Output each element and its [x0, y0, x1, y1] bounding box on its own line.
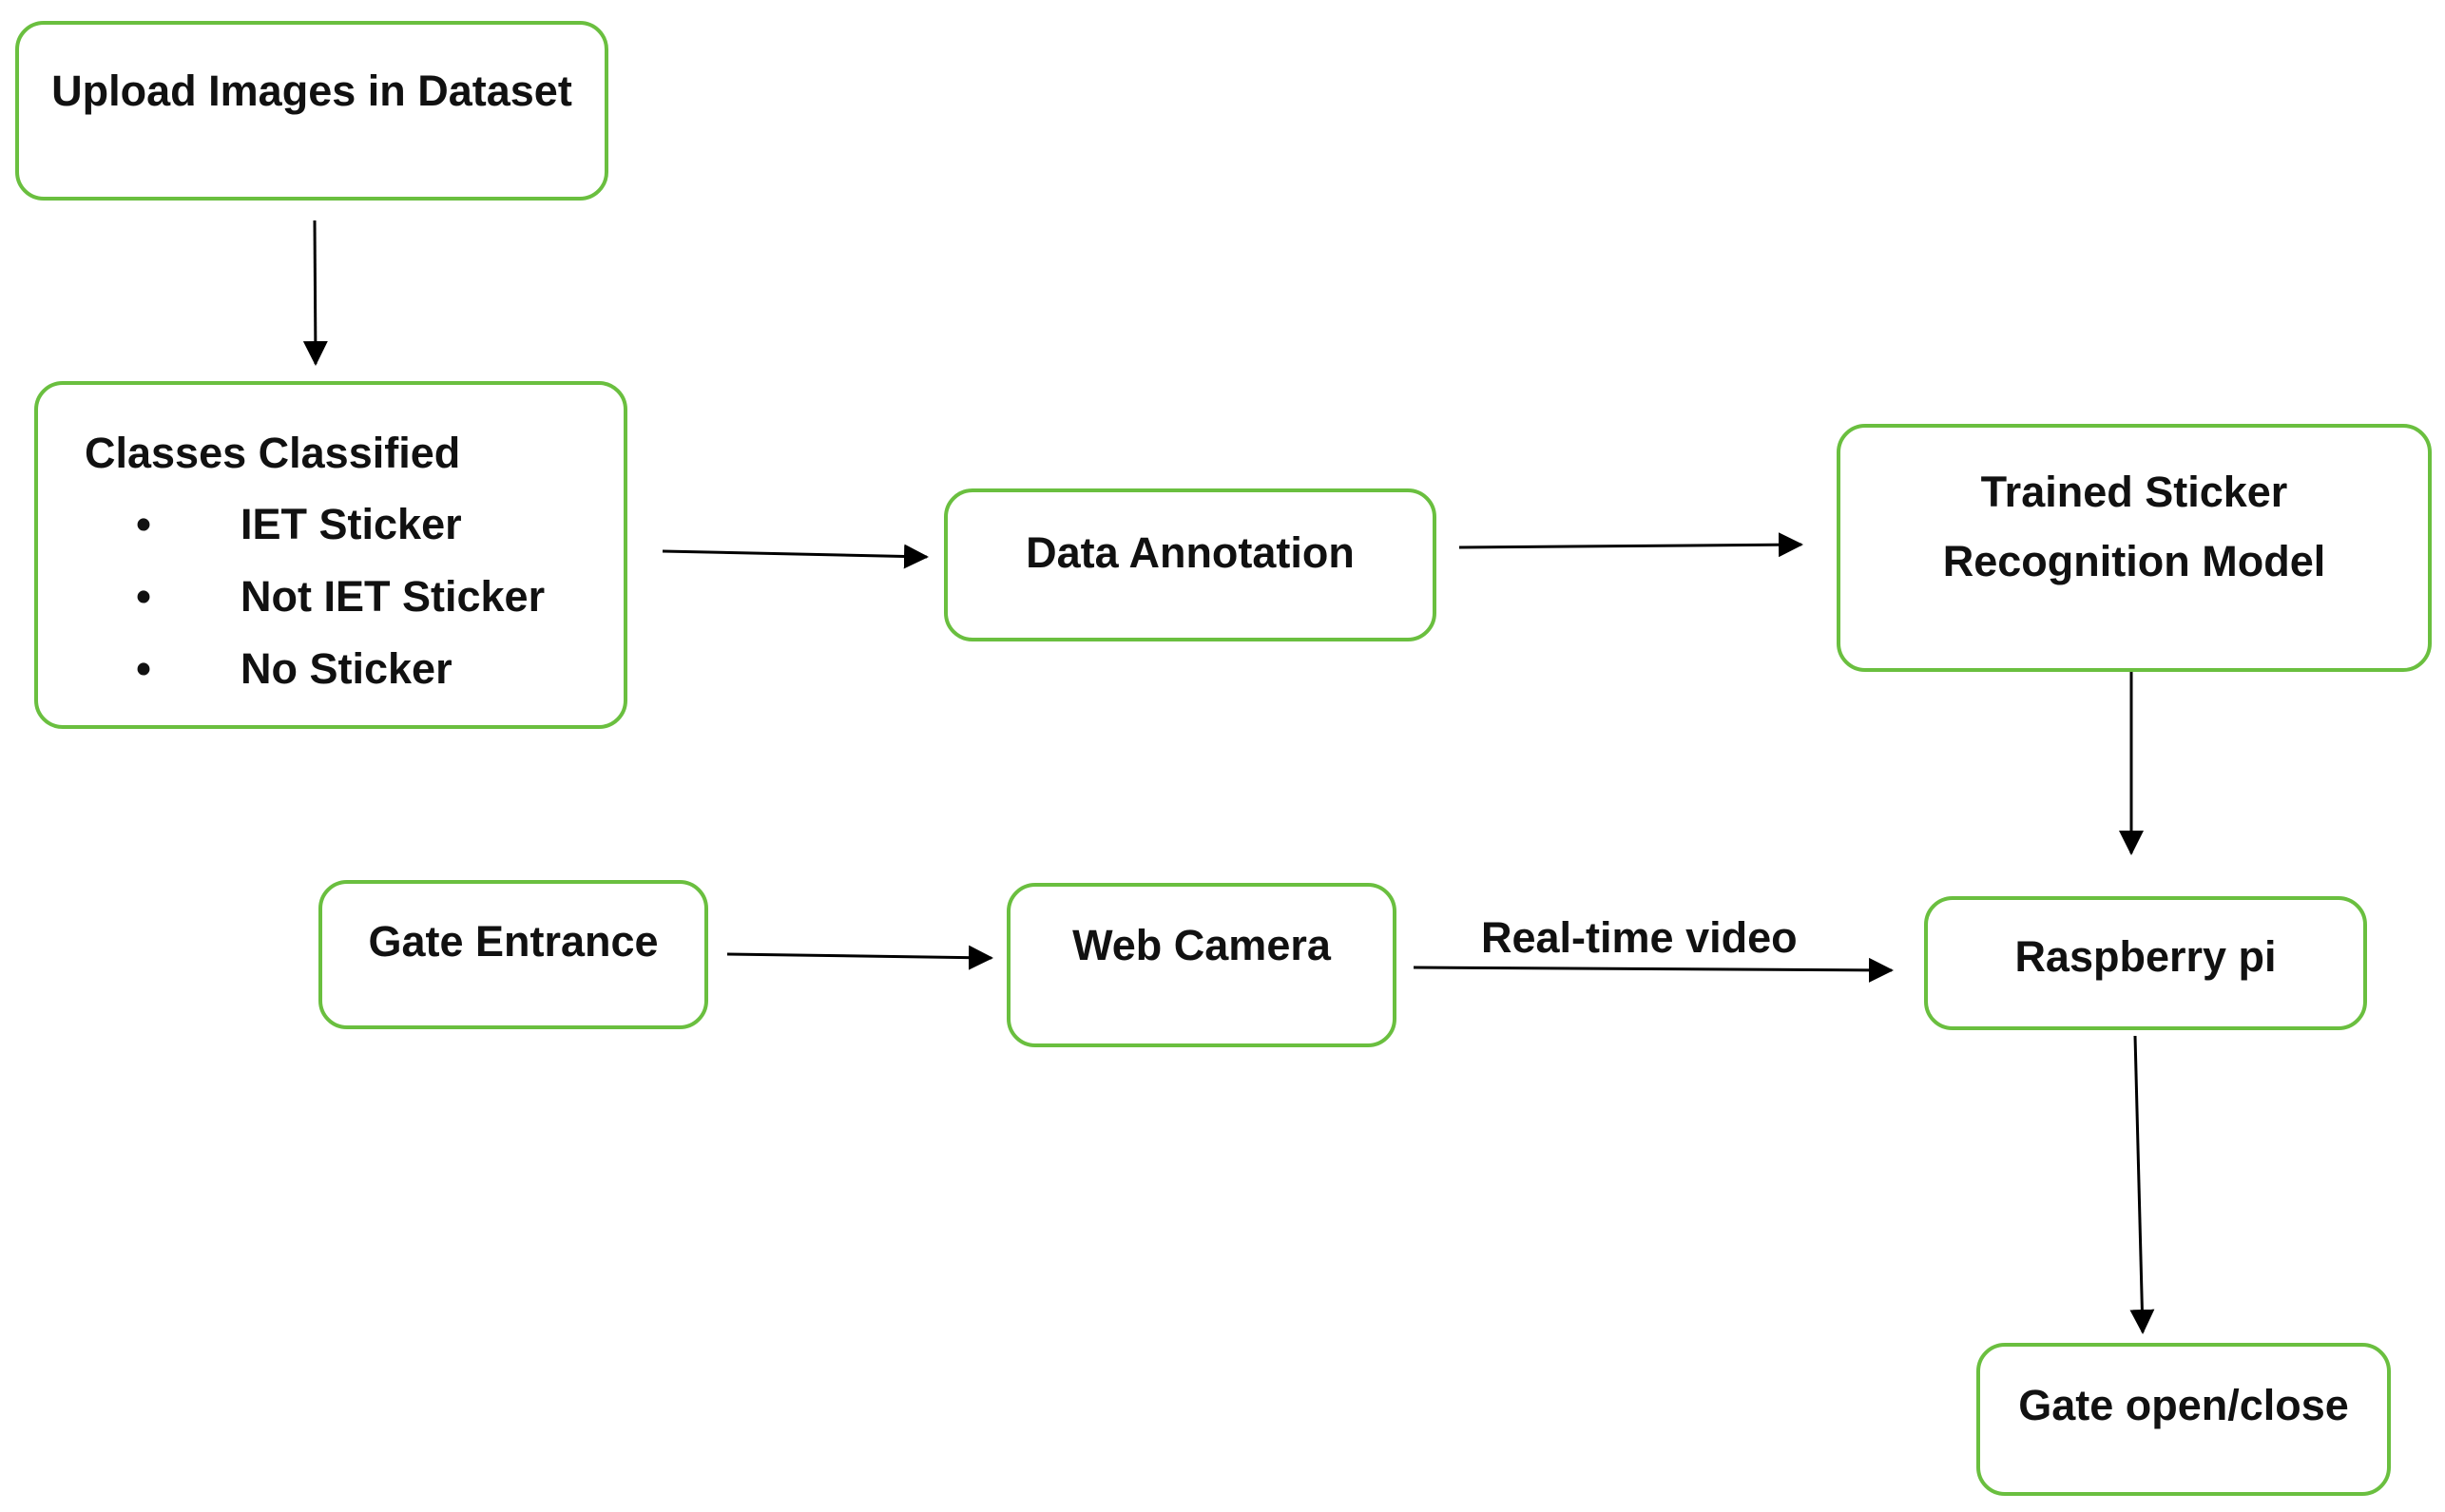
web-camera-label: Web Camera	[1072, 921, 1331, 969]
class-item-label: No Sticker	[241, 644, 452, 693]
upload-images-node: Upload Images in Dataset	[15, 21, 608, 201]
gate-control-node: Gate open/close	[1976, 1343, 2391, 1496]
class-item-label: Not IET Sticker	[241, 572, 546, 621]
classes-list: • IET Sticker • Not IET Sticker • No Sti…	[136, 498, 546, 715]
class-item-iet-sticker: • IET Sticker	[136, 498, 545, 570]
gate-entrance-label: Gate Entrance	[368, 917, 659, 966]
bullet-icon: •	[136, 644, 151, 693]
bullet-icon: •	[136, 572, 151, 621]
class-item-label: IET Sticker	[241, 500, 462, 548]
bullet-icon: •	[136, 500, 151, 548]
arrow-classes-to-annotation	[662, 544, 929, 569]
raspberry-pi-label: Raspberry pi	[2014, 932, 2277, 981]
classes-classified-node: Classes Classified • IET Sticker • Not I…	[34, 381, 627, 729]
class-item-no-sticker: • No Sticker	[136, 642, 545, 715]
trained-model-label-line1: Trained Sticker	[1980, 468, 2288, 516]
classes-classified-title: Classes Classified	[85, 429, 461, 477]
arrow-gate-entrance-to-camera	[726, 945, 993, 970]
upload-images-label: Upload Images in Dataset	[51, 67, 572, 115]
class-item-not-iet-sticker: • Not IET Sticker	[136, 570, 546, 642]
raspberry-pi-node: Raspberry pi	[1924, 896, 2367, 1030]
trained-model-label-line2: Recognition Model	[1942, 537, 2326, 585]
web-camera-node: Web Camera	[1007, 883, 1396, 1047]
gate-control-label: Gate open/close	[2018, 1381, 2349, 1429]
gate-entrance-node: Gate Entrance	[318, 880, 708, 1029]
data-annotation-node: Data Annotation	[944, 488, 1436, 641]
trained-model-node: Trained Sticker Recognition Model	[1837, 424, 2432, 672]
arrow-camera-to-raspberry	[1413, 957, 1894, 983]
data-annotation-label: Data Annotation	[1026, 528, 1355, 577]
arrow-raspberry-to-gate-control	[2129, 1035, 2155, 1334]
arrow-annotation-to-model	[1458, 532, 1803, 558]
arrow-upload-to-classes	[302, 220, 328, 366]
real-time-video-label: Real-time video	[1481, 913, 1798, 962]
